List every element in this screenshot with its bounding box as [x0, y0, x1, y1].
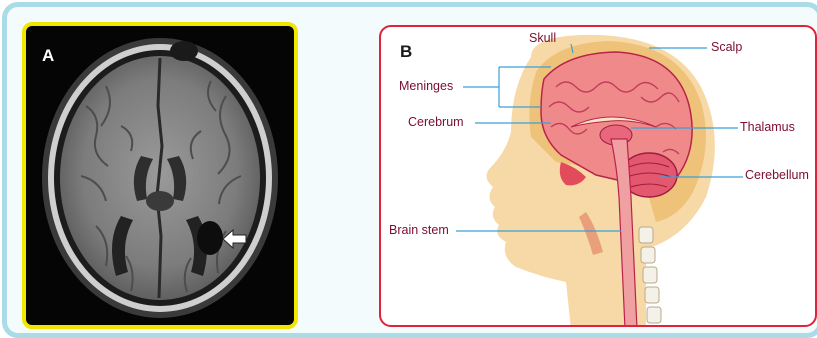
cerebrum-label: Cerebrum [408, 115, 464, 129]
meninges-label: Meninges [399, 79, 453, 93]
cerebellum-label: Cerebellum [745, 168, 809, 182]
scalp-label: Scalp [711, 40, 742, 54]
panel-a-label: A [42, 46, 54, 66]
anatomy-panel: B Skull Scalp Meninges Cerebrum Thalamus… [379, 25, 817, 327]
brain-stem-label: Brain stem [389, 223, 449, 237]
panel-b-label: B [400, 42, 412, 62]
mri-scan-image [26, 26, 294, 325]
thalamus-label: Thalamus [740, 120, 795, 134]
lesion-arrow-icon [222, 229, 248, 249]
skull-label: Skull [529, 31, 556, 45]
mri-panel [22, 22, 298, 329]
